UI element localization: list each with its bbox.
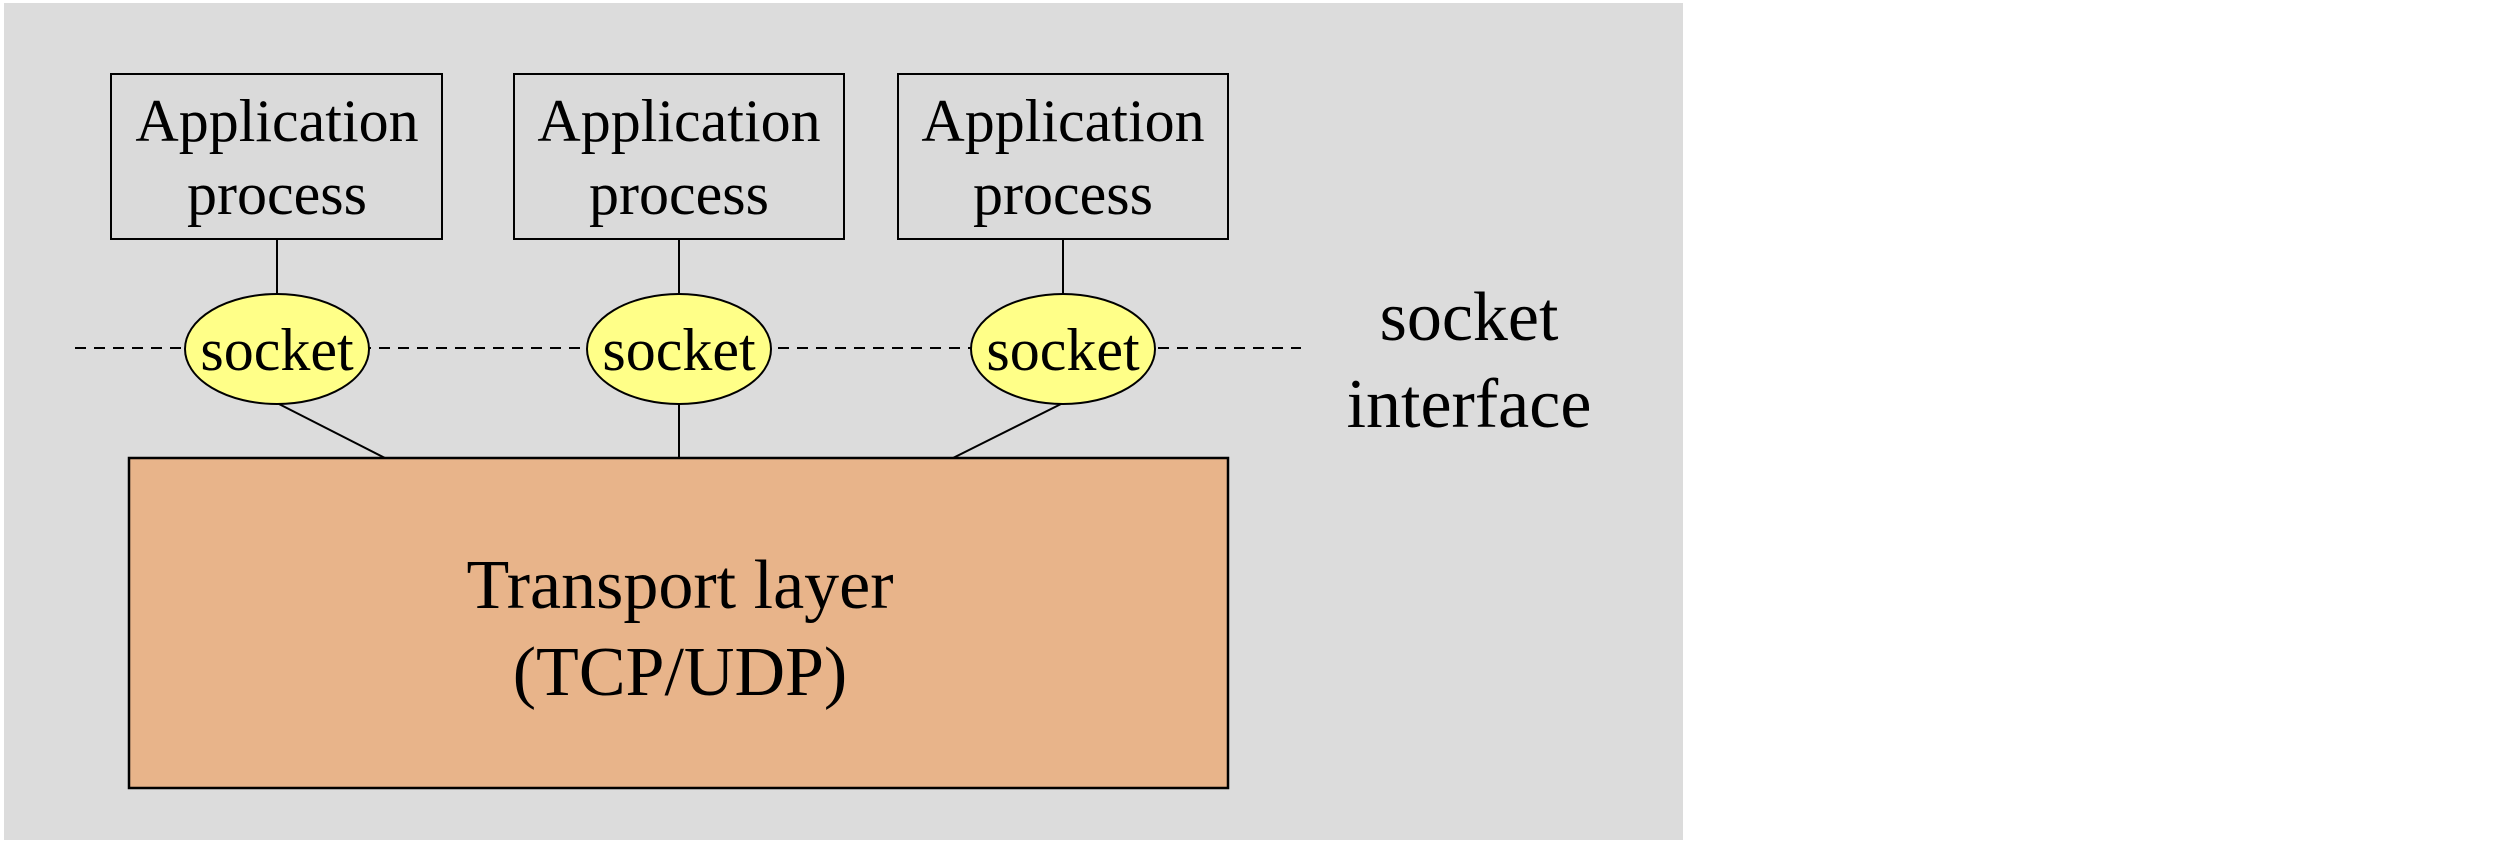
process-label-line1: Application (135, 88, 418, 154)
application-process-1: Application process (110, 73, 443, 240)
process-label-line2: process (973, 161, 1153, 227)
process-label-line1: Application (921, 88, 1204, 154)
interface-label-line2: interface (1347, 366, 1592, 443)
process-label-line2: process (589, 161, 769, 227)
socket-label: socket (200, 317, 354, 383)
transport-layer: Transport layer (TCP/UDP) (127, 456, 1230, 790)
socket-label: socket (986, 317, 1140, 383)
interface-label-line1: socket (1380, 279, 1559, 356)
process-label-line2: process (187, 161, 367, 227)
socket-label: socket (602, 317, 756, 383)
application-process-2: Application process (513, 73, 845, 240)
process-label-line1: Application (537, 88, 820, 154)
socket-2: socket (586, 293, 772, 405)
application-process-3: Application process (897, 73, 1229, 240)
connector-socket-3-transport (952, 402, 1064, 459)
socket-3: socket (970, 293, 1156, 405)
transport-label-line2: (TCP/UDP) (513, 634, 847, 711)
transport-label-line1: Transport layer (466, 547, 893, 624)
socket-interface-label: socket interface (1347, 279, 1592, 443)
connector-socket-1-transport (276, 402, 386, 459)
socket-1: socket (184, 293, 370, 405)
